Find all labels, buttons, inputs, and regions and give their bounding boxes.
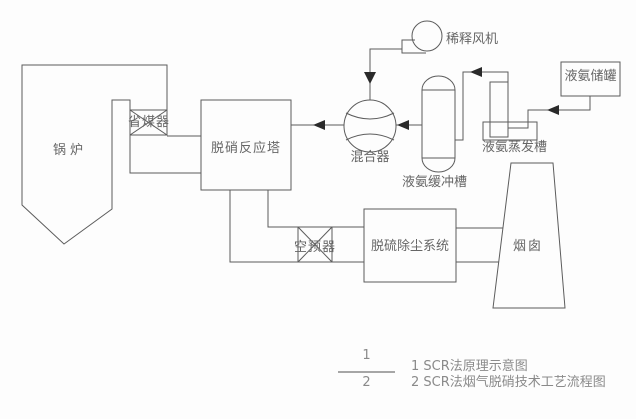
boiler-label: 锅炉 <box>53 143 88 158</box>
buffer-to-mixer-arrow-icon <box>397 120 409 130</box>
evaporator-to-buffer-pipe <box>455 71 509 141</box>
storage-to-evaporator-arrow-icon <box>547 105 559 115</box>
air-preheater-label: 空预器 <box>294 240 337 255</box>
dilution-fan-label: 稀释风机 <box>446 32 499 47</box>
mixer-to-reactor-arrow-icon <box>313 120 325 130</box>
reactor-to-preheater-duct <box>229 190 298 263</box>
air-preheater-x-icon <box>297 226 333 263</box>
desulf-to-chimney-duct <box>456 227 503 263</box>
mixer-label: 混合器 <box>350 150 390 165</box>
mixer-inner-arcs <box>345 112 395 141</box>
storage-to-evaporator-pipe <box>508 96 591 129</box>
economizer-box <box>129 109 168 136</box>
boiler-to-reactor-duct <box>129 135 201 174</box>
preheater-to-desulf-duct <box>332 226 364 263</box>
economizer-x-icon <box>129 109 168 136</box>
ammonia-storage-label: 液氨储罐 <box>564 69 617 84</box>
desulf-system-box <box>363 208 457 283</box>
ammonia-evaporator-label: 液氨蒸发槽 <box>482 140 548 155</box>
desulf-system-label: 脱硫除尘系统 <box>370 239 449 254</box>
dilution-fan-volute <box>401 39 426 54</box>
ammonia-buffer-tank-shape <box>421 75 456 173</box>
evaporator-column <box>489 81 509 138</box>
economizer-label: 省煤器 <box>128 115 171 130</box>
scr-reactor-box <box>200 99 292 191</box>
mixer-circle <box>343 99 397 153</box>
evaporator-to-buffer-arrow-icon <box>470 67 482 77</box>
fan-to-mixer-pipe <box>369 48 402 100</box>
boiler-shape <box>21 64 168 245</box>
scr-reactor-label: 脱硝反应塔 <box>210 141 281 156</box>
air-preheater-box <box>297 226 333 263</box>
dilution-fan-circle <box>411 20 443 52</box>
chimney-label: 烟囱 <box>512 239 543 254</box>
fan-to-mixer-arrow-icon <box>364 72 376 84</box>
caption-denominator: 2 <box>362 375 371 390</box>
caption-item-1: 1 SCR法原理示意图 <box>411 359 528 374</box>
chimney-shape <box>492 162 566 309</box>
ammonia-storage-box <box>560 61 621 97</box>
caption-item-2: 2 SCR法烟气脱硝技术工艺流程图 <box>411 375 606 390</box>
evaporator-bath <box>482 121 538 141</box>
ammonia-buffer-tank-label: 液氨缓冲槽 <box>402 175 468 190</box>
caption-numerator: 1 <box>362 348 371 363</box>
